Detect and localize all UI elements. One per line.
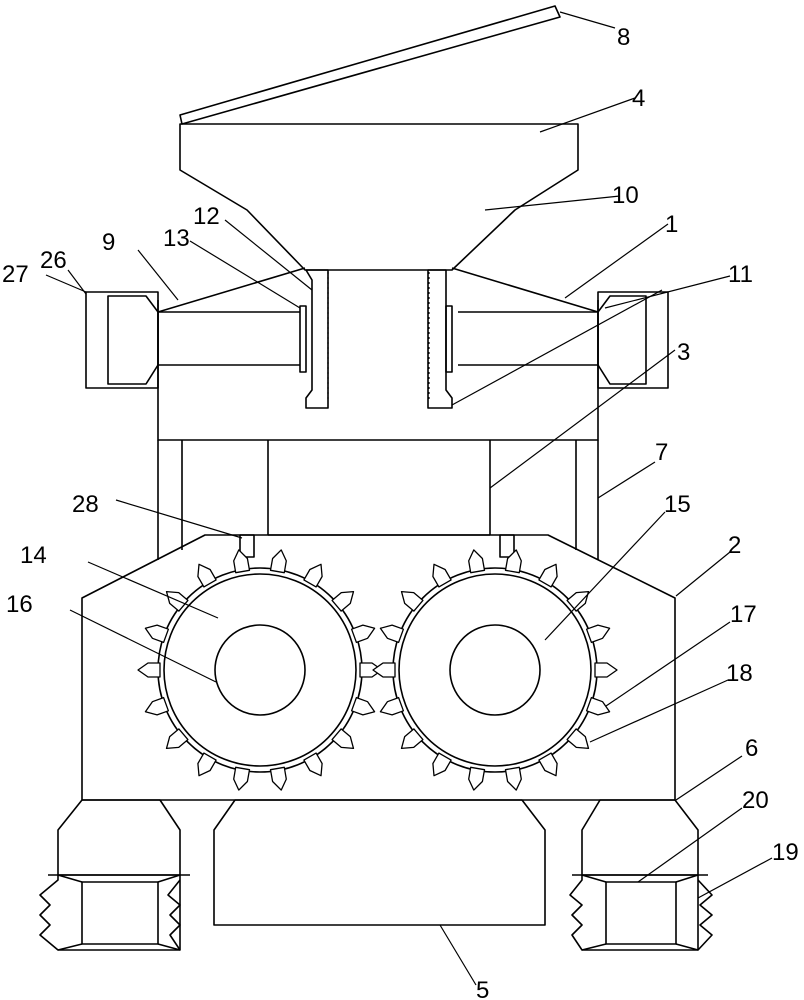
callout-20: 20 [742,787,769,814]
left-roller [137,549,383,791]
roller-tooth [504,549,522,574]
feed-hopper [179,123,579,271]
callout-3: 3 [677,339,690,366]
roller-tooth [468,549,486,574]
callout-8: 8 [617,24,630,51]
roller-tooth [504,766,522,791]
upper-crushing-box [157,267,599,441]
roller-tooth [468,766,486,791]
roller-tooth [379,624,405,644]
roller-tooth [144,696,170,716]
callout-19: 19 [772,839,799,866]
callout-16: 16 [6,591,33,618]
callout-13: 13 [163,225,190,252]
callout-6: 6 [745,735,758,762]
roller-tooth [303,563,323,588]
crushing-rollers [137,549,618,791]
callout-12: 12 [193,203,220,230]
roller-tooth [350,696,376,716]
callout-9: 9 [102,229,115,256]
roller-tooth [233,766,251,791]
right-jaw-plate [427,269,453,409]
right-roller-teeth [372,549,618,791]
callout-15: 15 [664,491,691,518]
roller-tooth [566,728,590,750]
roller-tooth [197,752,217,777]
callout-7: 7 [655,439,668,466]
callout-1: 1 [665,211,678,238]
callout-2: 2 [728,532,741,559]
roller-tooth [372,662,396,678]
roller-tooth [350,624,376,644]
roller-tooth [400,728,424,750]
roller-tooth [165,728,189,750]
left-cylinder [85,291,159,389]
roller-tooth [269,766,287,791]
right-cylinder [597,291,669,389]
roller-tooth [432,563,452,588]
roller-tooth [538,752,558,777]
roller-tooth [585,624,611,644]
roller-tooth [379,696,405,716]
roller-tooth [566,590,590,612]
roller-tooth [137,662,161,678]
right-foot [569,799,713,951]
callout-11: 11 [728,261,753,288]
roller-tooth [400,590,424,612]
roller-tooth [144,624,170,644]
roller-tooth [269,549,287,574]
callout-18: 18 [726,660,753,687]
roller-tooth [331,590,355,612]
callout-27: 27 [2,261,29,288]
roller-tooth [594,662,618,678]
callout-26: 26 [40,247,67,274]
collection-box [213,799,546,926]
callout-5: 5 [476,977,489,1000]
callout-labels: 1 2 3 4 5 6 7 8 9 10 11 12 13 14 15 16 1… [2,24,799,1000]
roller-tooth [303,752,323,777]
roller-tooth [331,728,355,750]
roller-tooth [538,563,558,588]
leader-lines [45,11,773,986]
roller-tooth [165,590,189,612]
callout-4: 4 [632,85,645,112]
right-roller [372,549,618,791]
left-jaw-plate [299,269,329,409]
callout-10: 10 [612,182,639,209]
roller-tooth [432,752,452,777]
roller-tooth [585,696,611,716]
roller-tooth [233,549,251,574]
roller-tooth [197,563,217,588]
cover-plate [179,5,561,125]
left-foot [39,799,190,951]
callout-14: 14 [20,542,47,569]
callout-17: 17 [730,601,757,628]
support-columns [157,440,599,560]
left-roller-teeth [137,549,383,791]
callout-28: 28 [72,491,99,518]
